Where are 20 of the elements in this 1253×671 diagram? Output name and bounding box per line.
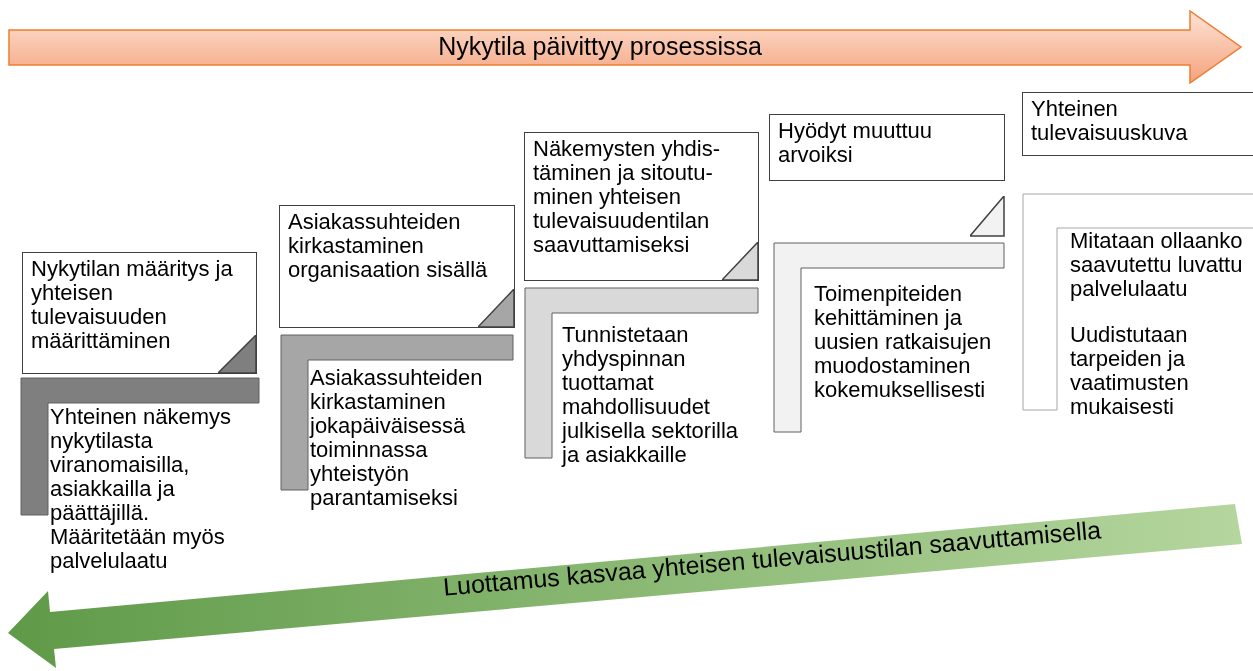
step-text: Yhteinen tulevaisuuskuva [1031,97,1189,145]
step-text: Asiakassuhteiden kirkastaminen organisaation sisällä [288,210,489,282]
arrow-text: Nykytila päivittyy prosessissa [438,31,762,63]
step-text: Mitataan ollaanko saavutettu luvattu palvelulaatu [1070,229,1244,301]
block-arrow [8,10,1242,84]
step-text: Tunnistetaan yhdyspinnan tuottamat mahdollisuudet julkisella sektorilla ja asiakkaille [562,323,740,467]
step-box [1022,92,1253,156]
step-box [769,114,1005,181]
step-text: Toimenpiteiden kehittäminen ja uusien ratkaisujen muodostaminen kokemuksellisesti [814,282,993,402]
step-text: Yhteinen näkemys nykytilasta viranomaisilla, asiakkailla ja päättäjillä. Määritetään myös palvelulaatu [50,405,232,573]
step-description [773,242,1005,432]
step-box [524,132,759,281]
step-text: Nykytilan määritys ja yhteisen tulevaisuuden määrittäminen [31,257,234,353]
step-text: Uudistutaan tarpeiden ja vaatimusten mukaisesti [1070,323,1190,419]
step-box [22,252,257,374]
step-text: Hyödyt muuttuu arvoiksi [778,119,934,167]
step-text: Näkemysten yhdis- täminen ja sitoutu- minen yhteisen tulevaisuudentilan saavuttamiseksi [533,137,722,257]
step-text: Asiakassuhteiden kirkastaminen jokapäiväisessä toiminnassa yhteistyön parantamiseksi [310,366,484,510]
arrow-text: Luottamus kasvaa yhteisen tulevaisuustilan saavuttamisella [441,514,1103,603]
step-box [279,205,515,328]
